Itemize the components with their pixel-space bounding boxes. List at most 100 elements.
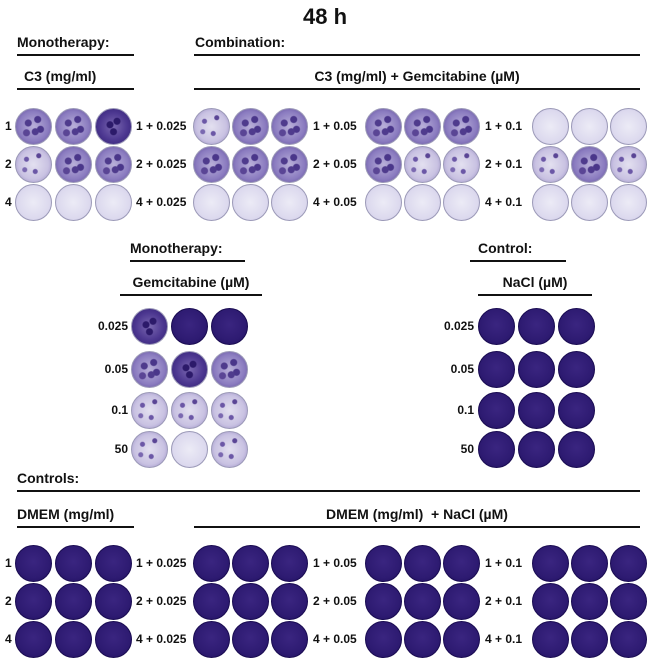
culture-well [271,621,308,658]
culture-well [610,108,647,145]
culture-well [193,621,230,658]
culture-well [193,108,230,145]
culture-well [232,108,269,145]
culture-well [271,545,308,582]
well-row-label: 1 + 0.025 [136,119,187,133]
gem-monotherapy-rule [130,260,245,262]
culture-well [271,108,308,145]
culture-well [404,146,441,183]
top-combination-header: Combination: [195,34,286,50]
culture-well [518,392,555,429]
well-row-label: 1 [5,556,12,570]
culture-well [610,545,647,582]
culture-well [95,146,132,183]
culture-well [571,621,608,658]
gem-sub-rule [120,294,262,296]
culture-well [131,351,168,388]
culture-well [232,583,269,620]
dmem-nacl-subheader: DMEM (mg/ml) + NaCl (µM) [326,506,508,522]
culture-well [518,431,555,468]
culture-well [571,583,608,620]
culture-well [55,146,92,183]
dmem-nacl-rule [194,526,640,528]
nacl-subheader: NaCl (µM) [502,274,568,290]
culture-well [95,545,132,582]
culture-well [55,108,92,145]
well-row-label: 0.1 [111,403,128,417]
culture-well [55,583,92,620]
gem-monotherapy-header: Monotherapy: [130,240,223,256]
figure-title: 48 h [302,4,348,29]
culture-well [55,184,92,221]
top-combo-subheader: C3 (mg/ml) + Gemcitabine (µM) [314,68,520,84]
culture-well [95,621,132,658]
well-row-label: 4 + 0.05 [313,195,357,209]
culture-well [232,146,269,183]
well-row-label: 4 [5,195,12,209]
culture-well [171,351,208,388]
gem-subheader: Gemcitabine (µM) [132,274,250,290]
culture-well [193,184,230,221]
culture-well [610,621,647,658]
controls-header: Controls: [17,470,80,486]
culture-well [443,184,480,221]
culture-well [171,308,208,345]
well-row-label: 2 [5,157,12,171]
culture-well [15,621,52,658]
culture-well [571,146,608,183]
culture-well [15,583,52,620]
culture-well [55,621,92,658]
culture-well [232,621,269,658]
control-rule [470,260,566,262]
well-row-label: 4 + 0.025 [136,632,187,646]
well-row-label: 2 + 0.025 [136,594,187,608]
culture-well [365,621,402,658]
dmem-subheader: DMEM (mg/ml) [17,506,115,522]
well-row-label: 2 + 0.025 [136,157,187,171]
culture-well [95,583,132,620]
culture-well [193,545,230,582]
top-combo-rule [194,88,640,90]
well-row-label: 0.025 [443,319,474,333]
culture-well [211,431,248,468]
culture-well [365,184,402,221]
well-row-label: 1 + 0.05 [313,556,357,570]
culture-well [478,351,515,388]
culture-well [558,308,595,345]
well-row-label: 4 + 0.1 [485,632,523,646]
culture-well [55,545,92,582]
well-row-label: 0.025 [97,319,128,333]
control-header: Control: [478,240,533,256]
culture-well [478,431,515,468]
culture-well [443,621,480,658]
well-row-label: 0.05 [450,362,474,376]
well-row-label: 4 + 0.025 [136,195,187,209]
culture-well [443,583,480,620]
well-row-label: 4 + 0.1 [485,195,523,209]
culture-well [271,146,308,183]
culture-well [404,545,441,582]
well-row-label: 1 + 0.1 [485,556,523,570]
controls-rule [17,490,640,492]
culture-well [171,431,208,468]
well-row-label: 0.1 [457,403,474,417]
culture-well [558,351,595,388]
culture-well [532,545,569,582]
culture-well [15,545,52,582]
culture-well [131,392,168,429]
culture-well [95,184,132,221]
well-row-label: 4 + 0.05 [313,632,357,646]
well-row-label: 50 [114,442,128,456]
culture-well [271,583,308,620]
culture-well [211,392,248,429]
well-row-label: 1 + 0.1 [485,119,523,133]
culture-well [365,545,402,582]
well-row-label: 50 [460,442,474,456]
culture-well [211,308,248,345]
culture-well [365,583,402,620]
culture-well [365,108,402,145]
culture-well [15,146,52,183]
culture-well [171,392,208,429]
culture-well [558,431,595,468]
culture-well [131,431,168,468]
